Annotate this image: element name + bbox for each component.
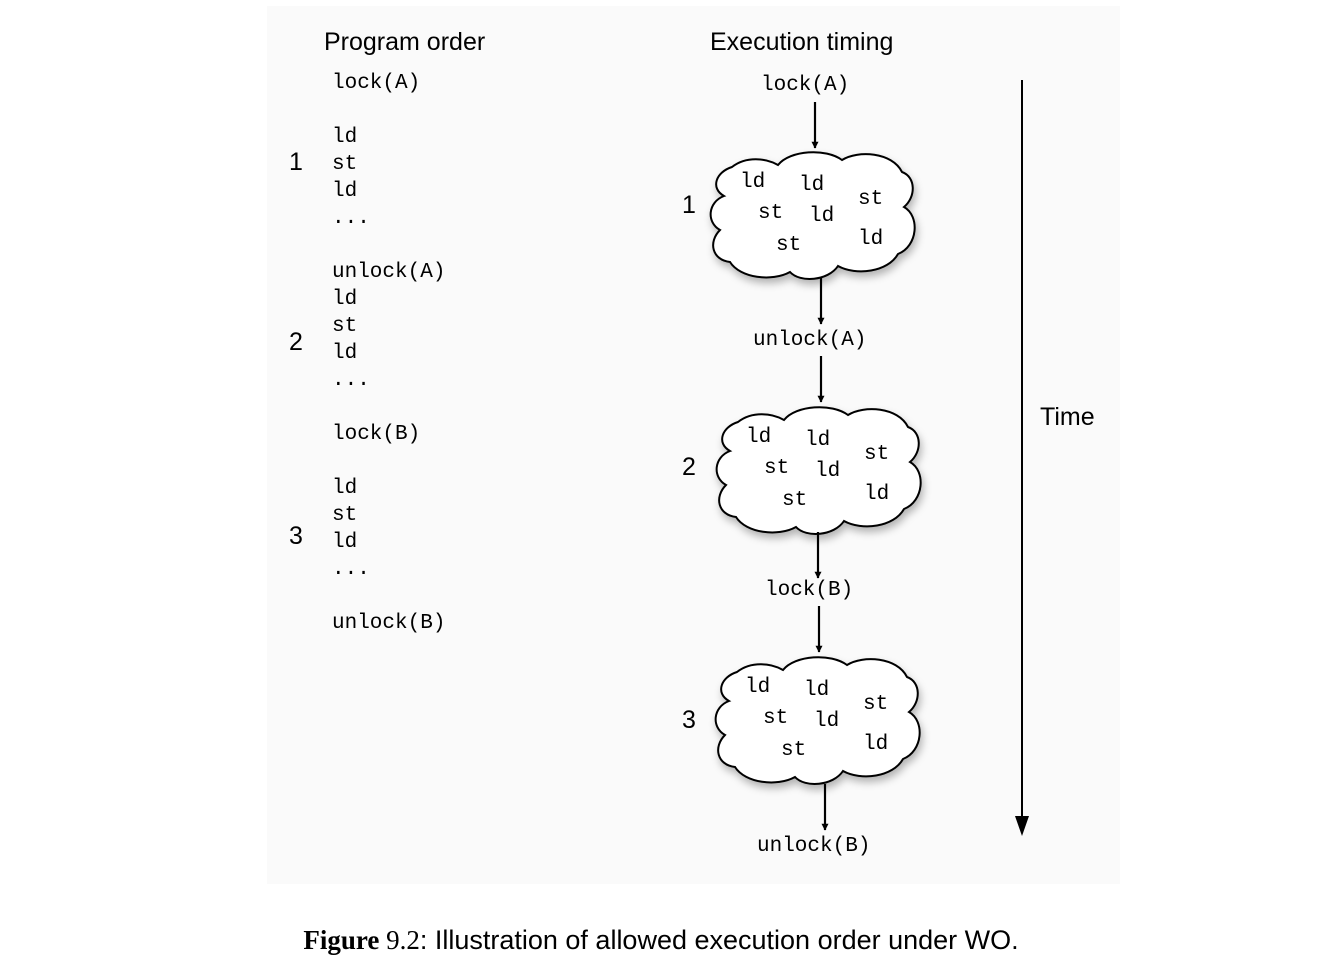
program-op-ellipsis: ... <box>332 558 370 581</box>
program-op-ld: ld <box>332 342 358 365</box>
program-group-number: 3 <box>289 522 303 550</box>
cloud-op-ld: ld <box>805 429 830 452</box>
exec-group-number: 1 <box>682 191 696 219</box>
cloud-op-st: st <box>863 693 888 716</box>
cloud-op-ld: ld <box>814 710 839 733</box>
cloud-op-st: st <box>782 489 807 512</box>
op-cloud-1: ld ld st st ld st ld <box>709 151 916 280</box>
cloud-op-st: st <box>781 739 806 762</box>
cloud-op-ld: ld <box>740 171 765 194</box>
program-op-ld: ld <box>332 180 358 203</box>
program-op-ld: ld <box>332 477 358 500</box>
caption-text: : Illustration of allowed execution orde… <box>419 925 1019 955</box>
cloud-op-st: st <box>858 188 883 211</box>
program-group-number: 1 <box>289 148 303 176</box>
caption-figure-label: Figure <box>303 925 380 955</box>
cloud-op-st: st <box>764 457 789 480</box>
cloud-op-ld: ld <box>858 228 883 251</box>
figure-panel <box>267 6 1120 884</box>
cloud-op-ld: ld <box>864 483 889 506</box>
cloud-shape <box>714 656 921 785</box>
op-cloud-2: ld ld st st ld st ld <box>715 406 922 535</box>
execution-timing-heading: Execution timing <box>710 28 894 56</box>
cloud-shape <box>709 151 916 280</box>
program-op-st: st <box>332 315 358 338</box>
program-group-number: 2 <box>289 328 303 356</box>
exec-op-lock-b: lock(B) <box>765 579 854 602</box>
program-order-heading: Program order <box>324 28 486 56</box>
program-op-lock-b: lock(B) <box>332 423 421 446</box>
program-op-st: st <box>332 153 358 176</box>
cloud-op-ld: ld <box>863 733 888 756</box>
exec-op-unlock-a: unlock(A) <box>753 329 867 352</box>
caption-figure-number: 9.2 <box>386 925 420 955</box>
exec-op-unlock-b: unlock(B) <box>757 835 871 858</box>
cloud-op-ld: ld <box>746 426 771 449</box>
cloud-op-st: st <box>776 234 801 257</box>
cloud-shape <box>715 406 922 535</box>
program-op-unlock-a: unlock(A) <box>332 261 446 284</box>
op-cloud-3: ld ld st st ld st ld <box>714 656 921 785</box>
program-op-st: st <box>332 504 358 527</box>
cloud-op-ld: ld <box>809 205 834 228</box>
program-op-unlock-b: unlock(B) <box>332 612 446 635</box>
program-op-ld: ld <box>332 288 358 311</box>
cloud-op-ld: ld <box>745 676 770 699</box>
program-op-ld: ld <box>332 531 358 554</box>
exec-group-number: 3 <box>682 706 696 734</box>
figure-caption: Figure 9.2: Illustration of allowed exec… <box>0 925 1322 956</box>
program-op-ellipsis: ... <box>332 207 370 230</box>
cloud-op-st: st <box>758 202 783 225</box>
cloud-op-ld: ld <box>815 460 840 483</box>
cloud-op-st: st <box>763 707 788 730</box>
program-op-lock-a: lock(A) <box>332 72 421 95</box>
exec-op-lock-a: lock(A) <box>761 74 850 97</box>
program-op-ellipsis: ... <box>332 369 370 392</box>
cloud-op-st: st <box>864 443 889 466</box>
cloud-op-ld: ld <box>799 174 824 197</box>
time-axis-arrowhead <box>1015 816 1029 836</box>
exec-group-number: 2 <box>682 453 696 481</box>
time-axis-label: Time <box>1040 403 1095 431</box>
program-op-ld: ld <box>332 126 358 149</box>
cloud-op-ld: ld <box>804 679 829 702</box>
